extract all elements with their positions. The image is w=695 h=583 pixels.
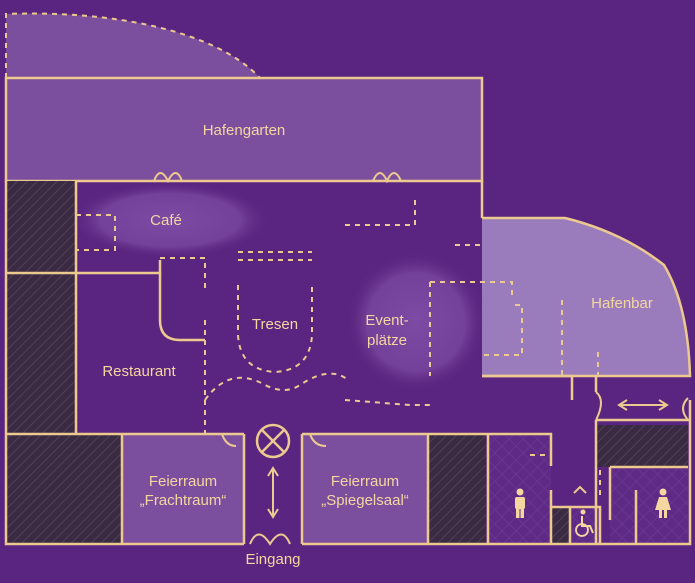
door — [249, 533, 291, 546]
door — [221, 433, 237, 447]
door — [153, 172, 183, 184]
event-area — [346, 252, 486, 392]
wc-women — [610, 467, 688, 544]
elevator-icon — [573, 485, 587, 494]
garden-terrace — [6, 13, 260, 79]
door — [309, 433, 327, 447]
service-area — [6, 273, 76, 434]
service-area — [6, 434, 122, 544]
door — [372, 172, 402, 184]
men-toilet-icon — [515, 488, 525, 518]
label-cafe: Café — [150, 212, 182, 229]
room-feierraum-spiegelsaal — [302, 434, 428, 544]
service-area — [6, 181, 76, 273]
label-hafenbar: Hafenbar — [591, 295, 653, 312]
door — [682, 397, 689, 421]
door — [595, 391, 602, 421]
double-arrow-icon — [267, 466, 279, 519]
women-toilet-icon — [655, 488, 671, 518]
label-feierraum-frachtraum-line2: „Frachtraum“ — [140, 492, 227, 509]
label-feierraum-frachtraum-line1: Feierraum — [149, 473, 217, 490]
service-area — [551, 507, 570, 544]
room-hafengarten — [6, 78, 482, 181]
label-feierraum-spiegelsaal-line1: Feierraum — [331, 473, 399, 490]
revolving-door-icon — [255, 423, 291, 459]
wheelchair-icon — [575, 509, 594, 537]
service-area — [428, 434, 486, 544]
room-feierraum-frachtraum — [122, 434, 244, 544]
double-arrow-icon — [617, 399, 669, 411]
label-eingang: Eingang — [245, 551, 300, 568]
service-area — [596, 425, 688, 467]
label-eventplaetze-line2: plätze — [367, 332, 407, 349]
cafe-area — [70, 182, 270, 258]
label-hafengarten: Hafengarten — [203, 122, 286, 139]
label-eventplaetze-line1: Event- — [365, 312, 408, 329]
label-feierraum-spiegelsaal-line2: „Spiegelsaal“ — [321, 492, 409, 509]
label-tresen: Tresen — [252, 316, 298, 333]
room-hafenbar — [482, 218, 690, 376]
label-restaurant: Restaurant — [102, 363, 176, 380]
